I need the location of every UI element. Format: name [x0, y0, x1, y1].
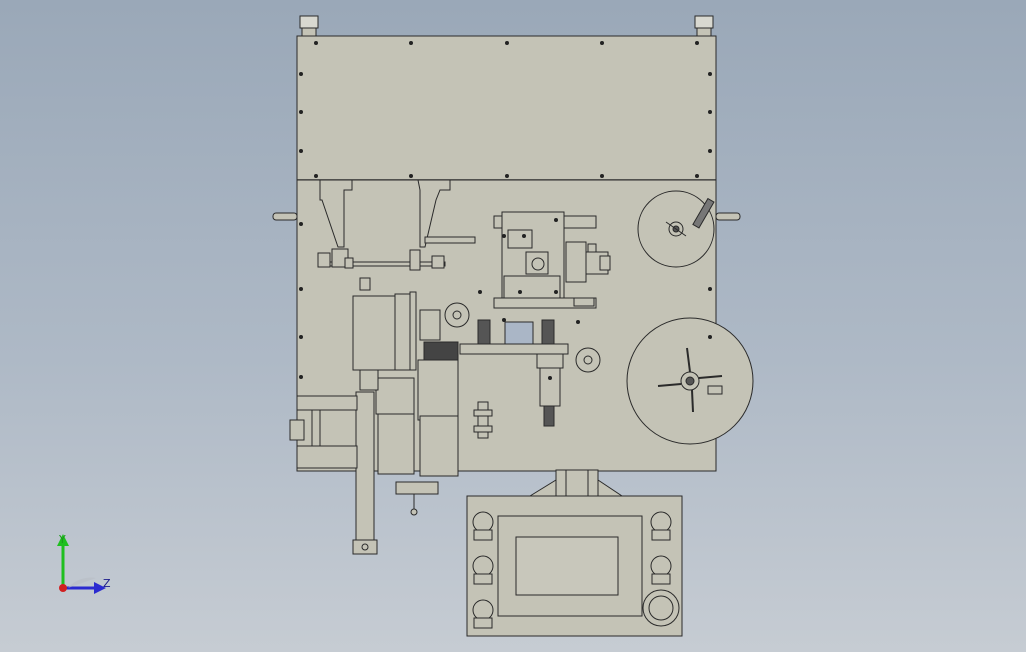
lower-reel — [626, 317, 754, 445]
left-vertical-assembly — [352, 291, 459, 516]
lower-actuator — [536, 353, 564, 427]
hopper-left — [319, 179, 353, 248]
top-post-left — [299, 15, 319, 37]
idler-roller-2 — [575, 347, 601, 373]
axis-triad — [57, 534, 106, 594]
hopper-right — [417, 179, 476, 248]
left-side-pin — [272, 212, 298, 221]
y-axis-label: Y — [59, 533, 66, 546]
idler-roller-1 — [444, 302, 470, 328]
top-post-right — [694, 15, 714, 37]
right-side-pin — [715, 212, 741, 221]
bolt-holes — [299, 41, 712, 380]
x-axis-point — [59, 584, 67, 592]
feed-rail — [459, 343, 569, 355]
upper-cover-plate — [296, 35, 717, 181]
z-axis-label: Z — [103, 577, 111, 590]
center-slide-block — [493, 211, 611, 309]
support-stand — [528, 469, 624, 497]
control-panel — [466, 495, 683, 637]
upper-reel — [637, 190, 715, 268]
